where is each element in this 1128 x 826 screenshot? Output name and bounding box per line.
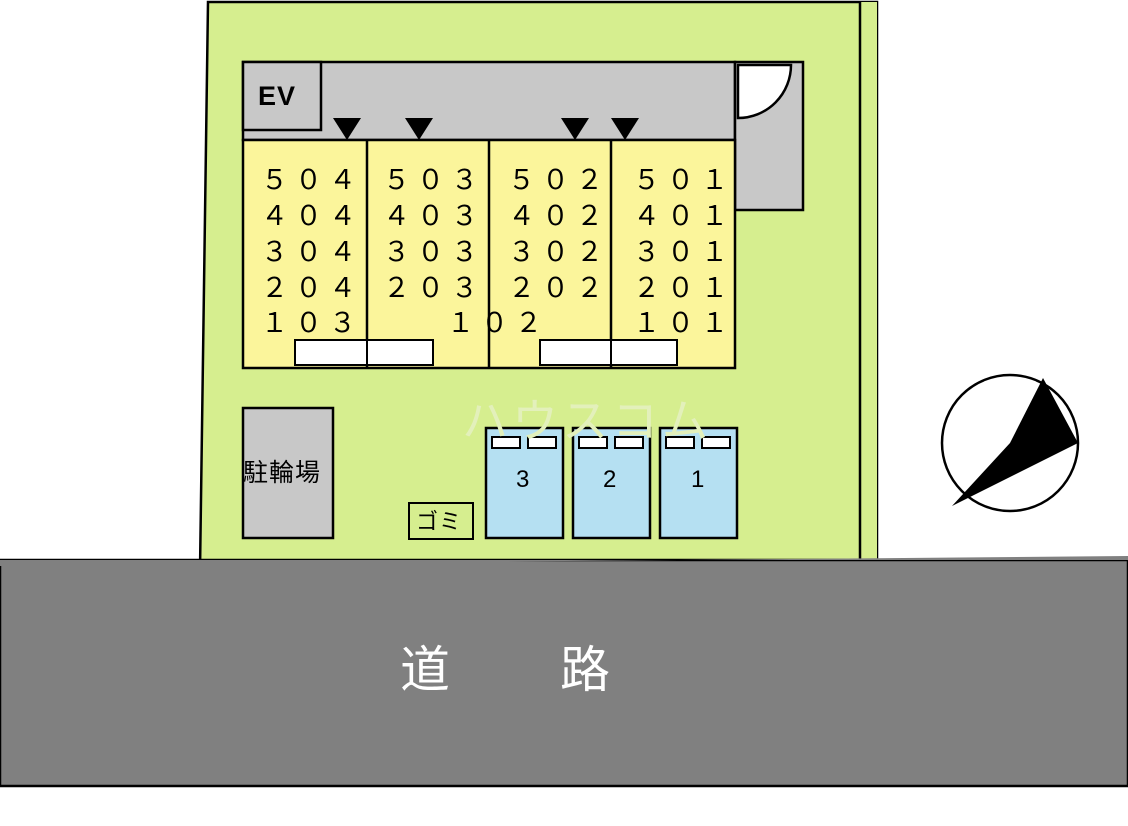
parking-space-1-label: 1 [691,466,705,493]
room-label-504: ５０４ [261,165,363,195]
site-lot-right-edge [860,2,877,570]
unit-entry-notch-2 [366,339,434,366]
unit-entry-notch-4 [610,339,678,366]
parking-1-stopper-left [665,436,695,449]
unit-entry-notch-3 [539,339,612,366]
watermark-text: ハウスコム [462,395,712,447]
room-label-101: １０１ [633,308,735,338]
room-label-404: ４０４ [261,201,363,231]
room-label-501: ５０１ [633,165,735,195]
parking-2-stopper-right [614,436,644,449]
corridor-arrow-2-icon [405,118,433,140]
entrance-door-swing-icon [736,63,793,120]
elevator-label: EV [258,81,297,111]
elevator-box [241,60,323,132]
compass-needle-dark-lower [952,443,1078,506]
bike-parking-area [241,406,335,540]
room-label-403: ４０３ [383,201,485,231]
room-label-204: ２０４ [261,273,363,303]
garbage-area [408,502,474,540]
road-label: 道 路 [400,642,640,698]
room-label-103: １０３ [261,308,363,338]
parking-3-stopper-left [491,436,521,449]
parking-space-2-label: 2 [603,466,617,493]
parking-3-stopper-right [527,436,557,449]
room-label-401: ４０１ [633,201,735,231]
room-label-303: ３０３ [383,237,485,267]
garbage-label: ゴミ [416,509,463,534]
corridor-arrow-4-icon [611,118,639,140]
room-label-503: ５０３ [383,165,485,195]
room-label-502: ５０２ [508,165,610,195]
parking-2-stopper-left [578,436,608,449]
unit-entry-notch-1 [294,339,368,366]
room-label-301: ３０１ [633,237,735,267]
room-label-304: ３０４ [261,237,363,267]
room-label-402: ４０２ [508,201,610,231]
road-top-wedge [0,556,1128,566]
room-label-102: １０２ [447,308,549,338]
room-label-302: ３０２ [508,237,610,267]
corridor-arrow-3-icon [561,118,589,140]
room-label-202: ２０２ [508,273,610,303]
parking-space-3-label: 3 [516,466,530,493]
room-label-203: ２０３ [383,273,485,303]
room-label-201: ２０１ [633,273,735,303]
corridor-arrow-1-icon [333,118,361,140]
bike-parking-label: 駐輪場 [243,459,322,487]
parking-1-stopper-right [701,436,731,449]
compass-needle-dark [1010,378,1078,443]
